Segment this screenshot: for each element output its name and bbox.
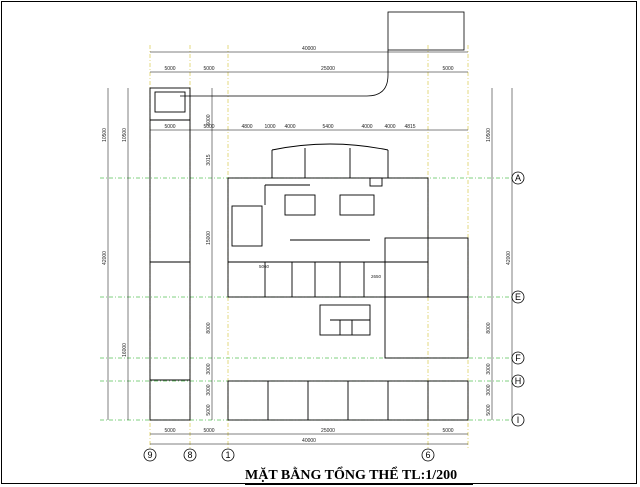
dim-top-r2-2: 5000 [203,66,214,72]
title-underline [245,484,473,485]
dim-top-r3-3: 4800 [241,124,252,130]
room-label-2: 2650 [371,274,382,279]
axis-1: 1 [225,450,230,460]
axis-grid-vertical [149,45,469,448]
dim-top-r3-5: 4000 [284,124,295,130]
dim-right-outer-5: 3000 [486,384,492,395]
dim-bottom-r1-1: 5000 [164,428,175,434]
dim-right-outer-6: 5000 [486,404,492,415]
dim-left-outer-4: 10500 [122,128,128,142]
dim-right-outer-1: 10500 [486,128,492,142]
axis-f: F [515,353,521,363]
dim-bottom-r1-2: 5000 [203,428,214,434]
axis-bubbles-right: A E F H I [511,171,525,427]
dim-left-inner-7: 5000 [206,404,212,415]
dim-top-r2-3: 25000 [321,66,335,72]
dim-top-r2-1: 5000 [164,66,175,72]
dim-left-inner-1: 6000 [206,114,212,125]
axis-6: 6 [425,450,430,460]
axis-9: 9 [147,450,152,460]
dim-right-outer-3: 8000 [486,322,492,333]
dim-right-outer-4: 3000 [486,363,492,374]
axis-bubbles-bottom: 9 8 1 6 [143,448,435,462]
dim-bottom-r1-3: 25000 [321,428,335,434]
axis-8: 8 [187,450,192,460]
dim-left-inner-5: 3000 [206,363,212,374]
dim-left-outer-2: 42000 [102,251,108,265]
dim-top-r3-9: 4815 [404,124,415,130]
site-boundary [180,11,465,97]
dim-top-r2-4: 5000 [442,66,453,72]
dim-top-r3-4: 1000 [264,124,275,130]
dim-top-r3-2: 5000 [203,124,214,130]
dim-left-inner-4: 8000 [206,322,212,333]
dim-top-r3-7: 4000 [361,124,372,130]
dim-top-r3-8: 4000 [384,124,395,130]
axis-grid-horizontal [100,177,512,421]
dim-top-r3-6: 5400 [322,124,333,130]
dim-left-inner-6: 3000 [206,384,212,395]
dimension-lines [107,51,513,445]
room-label-1: 5060 [259,264,270,269]
axis-h: H [515,376,522,386]
dim-top-total: 40000 [302,46,316,52]
dim-right-outer-2: 42000 [506,251,512,265]
dim-left-inner-3: 15000 [206,231,212,245]
building-outline [149,87,469,421]
dim-left-outer-1: 10500 [102,128,108,142]
dim-bottom-r1-4: 5000 [442,428,453,434]
dim-left-outer-3: 16000 [122,343,128,357]
axis-a: A [515,173,521,183]
dim-bottom-total: 40000 [302,438,316,444]
drawing-title: MẶT BẰNG TỔNG THỂ TL:1/200 [245,468,458,483]
axis-e: E [515,292,521,302]
dim-left-inner-2: 3015 [206,154,212,165]
dim-top-r3-1: 5000 [164,124,175,130]
axis-i: I [517,415,520,425]
